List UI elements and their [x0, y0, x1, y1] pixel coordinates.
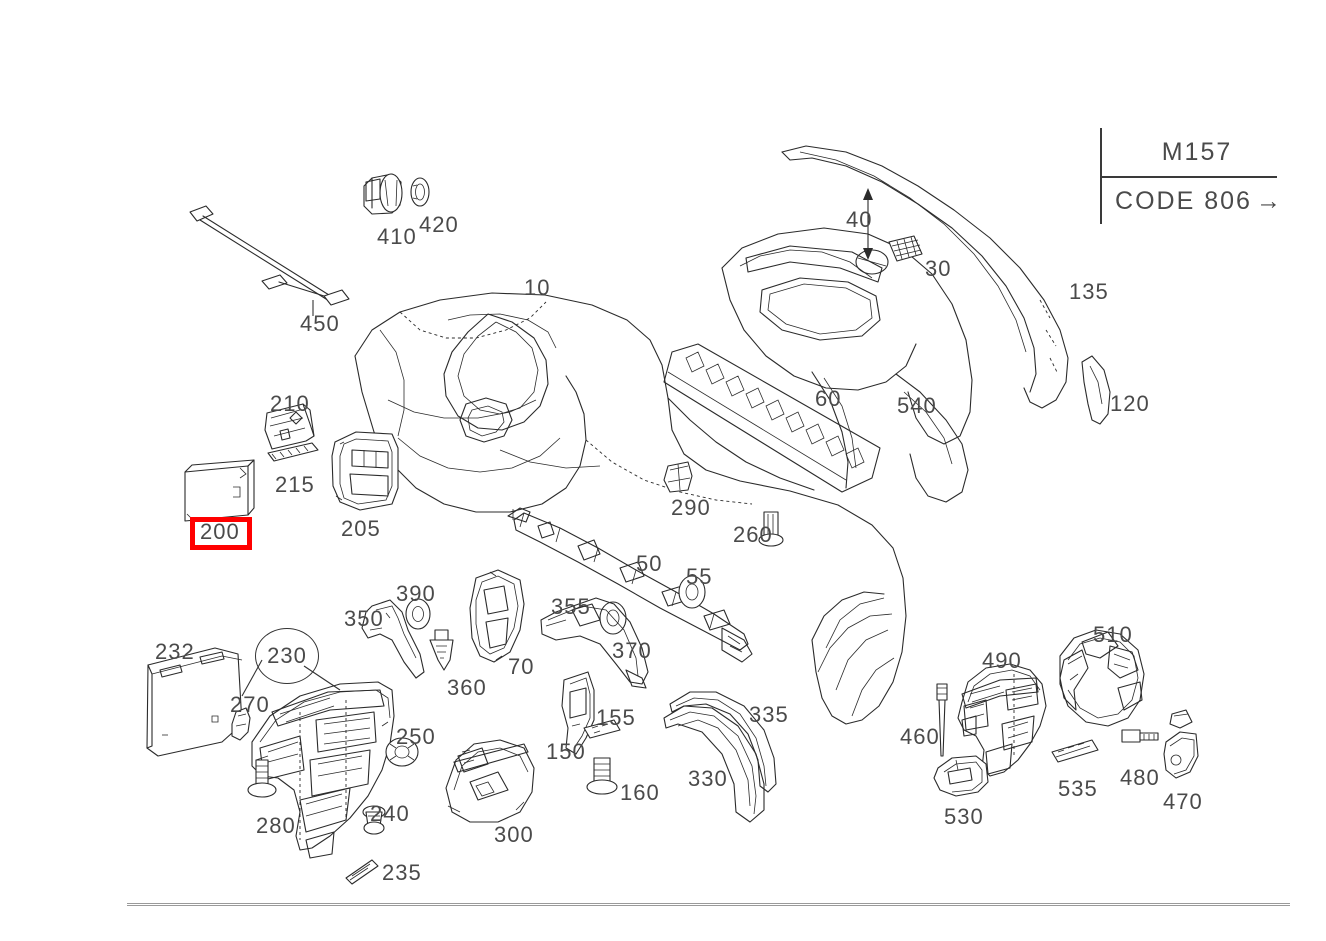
callout-label-510: 510 [1093, 622, 1133, 647]
callout-label-335: 335 [749, 702, 789, 727]
callout-label-480: 480 [1120, 765, 1160, 790]
arrow-right-icon: → [1255, 186, 1283, 215]
part-70-bracket [469, 569, 525, 663]
part-270-clip [231, 707, 251, 741]
part-330-arch-molding [663, 705, 765, 823]
part-460-long-bolt [936, 683, 948, 757]
part-135-upper-trim [781, 145, 1069, 409]
part-355-cross-rail [540, 597, 649, 689]
callout-40-arrow [863, 188, 873, 260]
part-260-bolt [758, 511, 784, 547]
callout-label-410: 410 [377, 224, 417, 249]
footer-divider [127, 903, 1290, 906]
callout-label-232: 232 [155, 639, 195, 664]
part-490-bracket-assembly [957, 663, 1047, 777]
callout-label-530: 530 [944, 804, 984, 829]
callout-label-540: 540 [897, 393, 937, 418]
callout-label-155: 155 [596, 705, 636, 730]
part-250-grommet [385, 737, 419, 767]
part-470-bracket [1163, 709, 1199, 779]
callout-label-150: 150 [546, 739, 586, 764]
part-280-pin [247, 759, 277, 798]
callout-label-460: 460 [900, 724, 940, 749]
callout-label-120: 120 [1110, 391, 1150, 416]
callout-label-355: 355 [551, 594, 591, 619]
part-215-strip [267, 442, 319, 462]
callout-label-300: 300 [494, 822, 534, 847]
part-60-impact-absorber [663, 343, 881, 493]
part-290-clip [663, 461, 693, 493]
part-120-bracket [1081, 355, 1111, 425]
legend-model-code: M157 [1161, 137, 1233, 166]
callout-label-240: 240 [370, 801, 410, 826]
callout-label-420: 420 [419, 212, 459, 237]
part-10-bumper-cover [354, 292, 907, 725]
part-535-strip [1051, 739, 1099, 763]
part-410-sensor [363, 173, 403, 215]
part-50-reinforcement-bar [507, 507, 753, 663]
callout-label-450: 450 [300, 311, 340, 336]
part-240-plug [362, 805, 386, 835]
part-150-bracket [561, 671, 595, 755]
part-450-harness [189, 205, 350, 316]
callout-label-55: 55 [686, 564, 713, 589]
highlight-box-200[interactable] [190, 517, 252, 550]
callout-label-350: 350 [344, 606, 384, 631]
part-55-grommet [678, 575, 706, 609]
callout-label-535: 535 [1058, 776, 1098, 801]
part-235-strip [345, 859, 379, 885]
part-350-arm-bracket [361, 599, 425, 679]
legend-option-code: CODE 806 [1115, 186, 1252, 215]
callout-label-260: 260 [733, 522, 773, 547]
part-360-push-pin [429, 629, 454, 671]
callout-label-210: 210 [270, 391, 310, 416]
callout-label-200: 200 [200, 519, 240, 544]
legend-box: M157 CODE 806 → [1100, 128, 1292, 224]
part-200-control-module [184, 459, 255, 522]
callout-label-235: 235 [382, 860, 422, 885]
callout-label-250: 250 [396, 724, 436, 749]
callout-label-270: 270 [230, 692, 270, 717]
part-30-mesh-patch [888, 235, 923, 262]
callout-label-40: 40 [846, 207, 873, 232]
callout-balloon-230: 230 [255, 628, 319, 684]
part-160-push-pin [586, 757, 618, 795]
part-232-cover-plate [146, 647, 243, 757]
callout-label-215: 215 [275, 472, 315, 497]
part-530-bracket [933, 755, 989, 797]
callout-label-370: 370 [612, 638, 652, 663]
callout-label-490: 490 [982, 648, 1022, 673]
callout-label-10: 10 [524, 275, 551, 300]
callout-label-290: 290 [671, 495, 711, 520]
callout-label-470: 470 [1163, 789, 1203, 814]
callout-label-70: 70 [508, 654, 535, 679]
part-155-plate [583, 719, 621, 739]
part-480-bolt [1121, 729, 1159, 743]
part-390-grommet [405, 598, 431, 630]
callout-label-205: 205 [341, 516, 381, 541]
part-540-rear-valance [721, 227, 973, 503]
callout-label-30: 30 [925, 256, 952, 281]
part-300-lower-panel [445, 739, 535, 823]
legend-divider [1102, 176, 1277, 178]
callout-label-390: 390 [396, 581, 436, 606]
callout-label-60: 60 [815, 386, 842, 411]
callout-label-50: 50 [636, 551, 663, 576]
callout-label-160: 160 [620, 780, 660, 805]
callout-balloon-230-label: 230 [267, 643, 307, 668]
part-210-bracket [264, 403, 315, 450]
callout-label-330: 330 [688, 766, 728, 791]
part-205-housing [331, 431, 399, 511]
callout-label-360: 360 [447, 675, 487, 700]
part-230-carrier-frame [251, 681, 395, 859]
legend-row-option: CODE 806 → [1102, 178, 1292, 224]
part-420-ring [410, 177, 430, 207]
legend-row-model: M157 [1102, 128, 1292, 176]
callout-label-280: 280 [256, 813, 296, 838]
part-510-clamp [1059, 629, 1145, 727]
callout-label-135: 135 [1069, 279, 1109, 304]
